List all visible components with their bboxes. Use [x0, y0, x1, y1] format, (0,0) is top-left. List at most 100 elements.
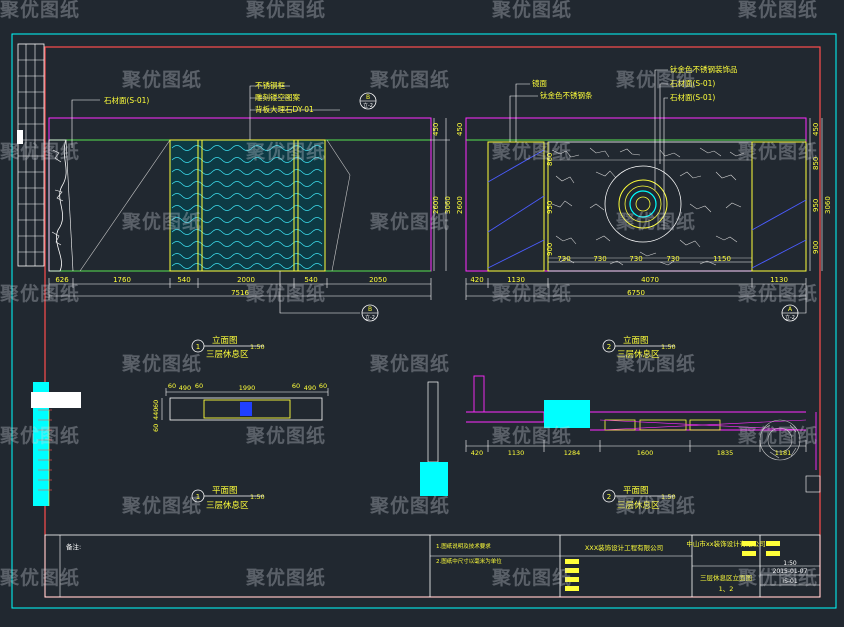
vdim-right-6: 900	[546, 243, 554, 256]
view-title-number: 2	[607, 343, 611, 351]
view-title-plan-1: 1 平面图 1:50 三层休息区	[191, 486, 265, 511]
plan2-dim-1: 420	[471, 449, 483, 457]
watermark: 聚优图纸	[615, 494, 696, 517]
vdim-right-4: 900	[812, 241, 820, 254]
section-marker-sheet: 立-2	[363, 102, 373, 109]
dim-right-inner-2: 730	[593, 255, 606, 263]
watermark: 聚优图纸	[0, 0, 80, 21]
callout-ti-strip: 钛金色不锈钢条	[540, 90, 593, 100]
watermark: 聚优图纸	[245, 566, 326, 589]
dim-left-total: 7516	[231, 289, 249, 297]
dim-right-total: 6750	[627, 289, 645, 297]
client-company: 中山市xx装饰设计有限公司	[686, 539, 765, 548]
date-value: 2015-01-07	[773, 568, 808, 575]
remark-label: 备注:	[66, 542, 81, 551]
watermark: 聚优图纸	[615, 352, 696, 375]
section-marker-letter: A	[788, 306, 793, 313]
watermark: 聚优图纸	[369, 210, 450, 233]
scale-strip-left	[17, 43, 45, 267]
watermark: 聚优图纸	[121, 68, 202, 91]
plan-side-dim-2: 440	[152, 408, 160, 420]
callout-marble-backing: 背板大理石DY-01	[255, 104, 314, 114]
dim-right-4: 1130	[770, 276, 788, 284]
designer-company: XXX装饰设计工程有限公司	[585, 543, 663, 552]
dim-right-2: 1130	[507, 276, 525, 284]
watermark: 聚优图纸	[737, 140, 818, 163]
watermark: 聚优图纸	[369, 352, 450, 375]
right-elevation	[465, 69, 823, 314]
watermark: 聚优图纸	[245, 282, 326, 305]
plan-right	[420, 375, 821, 496]
callout-carved-pattern: 雕刻镂空图案	[255, 92, 300, 102]
note-line-2: 2.图纸中尺寸以毫米为单位	[436, 557, 502, 565]
section-marker-sheet: 立-2	[365, 314, 375, 321]
drawing-name: 三层休息区立面图	[700, 573, 752, 582]
vdim-right-8: 860	[546, 153, 554, 166]
section-marker-b-top: B 立-2	[359, 92, 377, 110]
watermark: 聚优图纸	[245, 140, 326, 163]
sheet-number: IS-01	[782, 578, 798, 585]
view-title-number: 2	[607, 493, 611, 501]
scale-value: 1:50	[783, 560, 797, 567]
watermark: 聚优图纸	[737, 566, 818, 589]
watermark: 聚优图纸	[491, 0, 572, 21]
view-title-elevation-2: 2 立面图 1:50 三层休息区	[602, 335, 676, 360]
plan-left	[31, 382, 329, 506]
vdim-right-2: 850	[812, 157, 820, 170]
watermark: 聚优图纸	[491, 282, 572, 305]
watermark: 聚优图纸	[737, 282, 818, 305]
dim-left-5: 540	[304, 276, 317, 284]
vdim-left-3: 3060	[444, 196, 452, 214]
view-title-scale: 1:50	[661, 343, 676, 351]
callout-mirror: 镜面	[532, 78, 547, 88]
section-marker-b-bottom: B 立-2	[361, 304, 379, 322]
view-title-scale: 1:50	[661, 493, 676, 501]
callout-stone-face-r1: 石材面(S-01)	[670, 78, 715, 88]
plan-side-dim-1: 60	[152, 400, 160, 408]
plan-dim-4: 1990	[239, 384, 256, 392]
view-title-plan-2: 2 平面图 1:50 三层休息区	[602, 486, 676, 511]
plan-dim-6: 490	[304, 384, 316, 392]
view-title-area: 三层休息区	[617, 349, 660, 360]
section-marker-a: A 立-2	[781, 304, 799, 322]
plan2-dim-6: 1181	[775, 449, 792, 457]
plan2-dim-3: 1284	[564, 449, 581, 457]
watermark: 聚优图纸	[0, 566, 80, 589]
watermark: 聚优图纸	[491, 566, 572, 589]
watermark: 聚优图纸	[491, 424, 572, 447]
dim-left-4: 2000	[237, 276, 255, 284]
section-marker-letter: B	[368, 306, 372, 313]
view-title-area: 三层休息区	[206, 500, 249, 511]
section-marker-sheet: 立-2	[785, 314, 795, 321]
watermark: 聚优图纸	[245, 424, 326, 447]
vdim-left-2: 2600	[432, 196, 440, 214]
vdim-right-3: 950	[812, 199, 820, 212]
plan2-dim-2: 1130	[508, 449, 525, 457]
view-title-number: 1	[196, 343, 200, 351]
watermark-layer: 聚优图纸 聚优图纸 聚优图纸 聚优图纸 聚优图纸 聚优图纸 聚优图纸 聚优图纸 …	[0, 0, 818, 589]
plan-dim-5: 60	[292, 382, 300, 390]
dim-right-3: 4070	[641, 276, 659, 284]
plan2-dim-4: 1600	[637, 449, 654, 457]
watermark: 聚优图纸	[737, 0, 818, 21]
view-title-area: 三层休息区	[206, 349, 249, 360]
dim-left-2: 1760	[113, 276, 131, 284]
watermark: 聚优图纸	[615, 68, 696, 91]
dim-left-1: 626	[55, 276, 69, 284]
dim-right-1: 420	[470, 276, 483, 284]
callout-ti-ornament: 钛金色不锈钢装饰品	[670, 64, 738, 74]
watermark: 聚优图纸	[737, 424, 818, 447]
view-title-scale: 1:50	[250, 493, 265, 501]
view-title-name: 立面图	[212, 335, 238, 346]
watermark: 聚优图纸	[121, 494, 202, 517]
dim-right-inner-1: 730	[557, 255, 570, 263]
watermark: 聚优图纸	[0, 140, 80, 163]
plan-dim-7: 60	[319, 382, 327, 390]
vdim-right-7: 950	[546, 201, 554, 214]
dim-right-inner-5: 1150	[713, 255, 731, 263]
watermark: 聚优图纸	[615, 210, 696, 233]
note-line-1: 1.图纸说明及技术要求	[436, 542, 491, 550]
drawing-sub: 1、2	[719, 585, 734, 593]
watermark: 聚优图纸	[369, 68, 450, 91]
